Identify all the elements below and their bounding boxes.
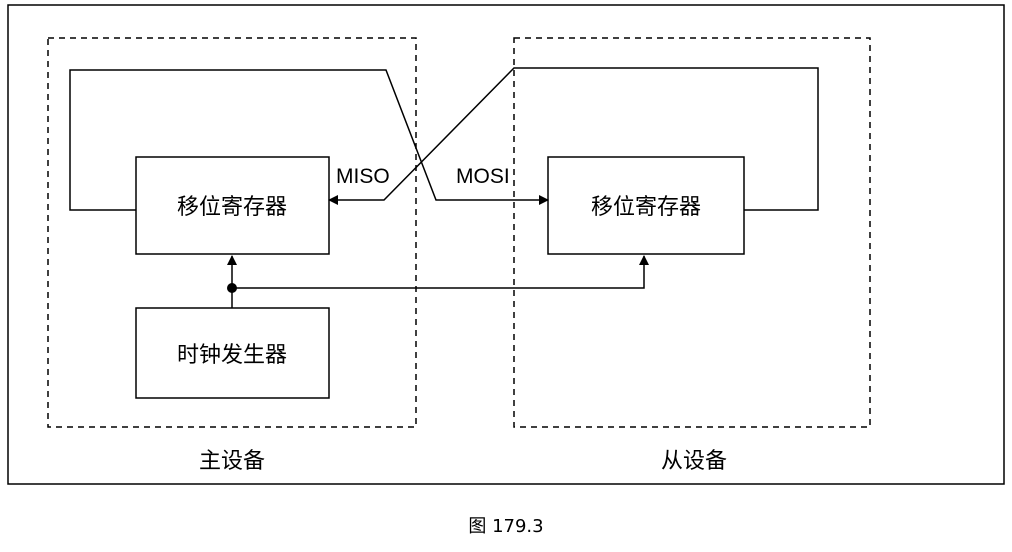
slave-device-boundary: [513, 37, 871, 428]
clock-junction-dot: [227, 283, 237, 293]
miso-label: MISO: [336, 165, 390, 188]
figure-frame: [7, 4, 1005, 485]
slave-shift-register-box: [547, 156, 745, 255]
miso-line: [328, 67, 819, 211]
slave-shift-register-label: 移位寄存器: [591, 195, 701, 220]
slave-device-label: 从设备: [661, 449, 727, 474]
master-shift-register-box: [135, 156, 330, 255]
mosi-label: MOSI: [456, 165, 510, 188]
mosi-line: [69, 69, 549, 211]
clock-generator-box: [135, 307, 330, 399]
clock-to-slave-line: [232, 255, 649, 289]
master-shift-register-label: 移位寄存器: [177, 195, 287, 220]
master-device-boundary: [47, 37, 417, 428]
clock-generator-label: 时钟发生器: [177, 343, 287, 368]
master-device-label: 主设备: [199, 449, 265, 474]
figure-caption: 图 179.3: [468, 516, 543, 537]
